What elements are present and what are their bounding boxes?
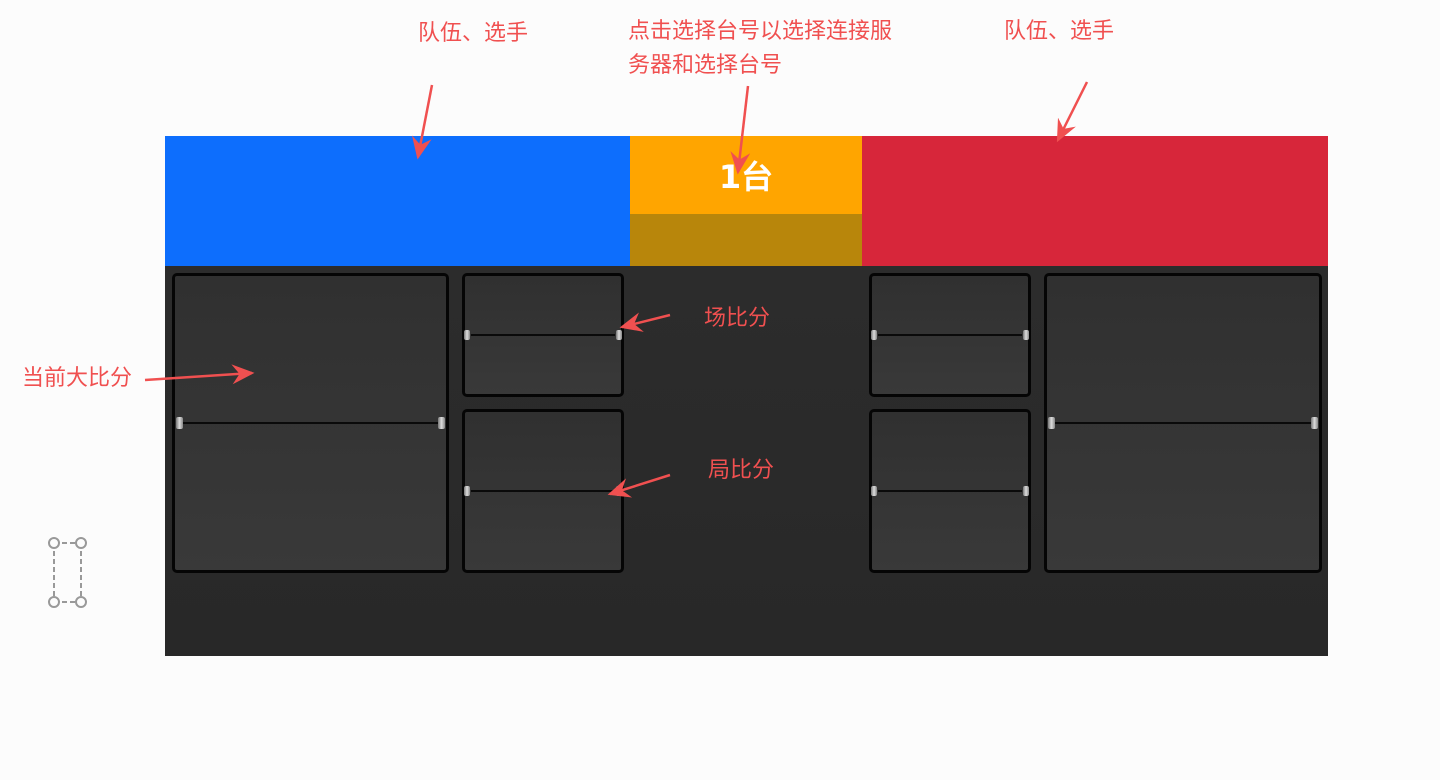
hinge-icon	[1023, 330, 1029, 340]
left-team-player-bar[interactable]	[165, 136, 630, 266]
hinge-icon	[616, 330, 622, 340]
flip-divider	[181, 422, 440, 424]
annotation-big-score: 当前大比分	[22, 366, 133, 391]
table-sub-area	[630, 214, 862, 266]
flip-divider	[878, 490, 1022, 492]
right-team-player-bar[interactable]	[862, 136, 1328, 266]
hinge-icon	[1311, 417, 1318, 429]
right-big-score-card[interactable]	[1044, 273, 1322, 573]
hinge-icon	[464, 330, 470, 340]
hinge-icon	[1023, 486, 1029, 496]
table-select-button[interactable]: 1台	[630, 136, 862, 214]
table-label: 1台	[718, 158, 774, 196]
flip-divider	[471, 334, 615, 336]
hinge-icon	[616, 486, 622, 496]
hinge-icon	[1048, 417, 1055, 429]
left-game-score-card[interactable]	[462, 409, 624, 573]
right-game-score-card[interactable]	[869, 409, 1031, 573]
resize-handle-icon[interactable]	[44, 534, 94, 610]
hinge-icon	[438, 417, 445, 429]
flip-divider	[471, 490, 615, 492]
flip-divider	[1053, 422, 1313, 424]
annotation-match-score: 场比分	[704, 306, 771, 331]
annotation-left-team: 队伍、选手	[418, 21, 529, 46]
hinge-icon	[176, 417, 183, 429]
hinge-icon	[871, 486, 877, 496]
annotation-table-line1: 点击选择台号以选择连接服	[628, 19, 893, 44]
right-match-score-card[interactable]	[869, 273, 1031, 397]
left-big-score-card[interactable]	[172, 273, 449, 573]
hinge-icon	[871, 330, 877, 340]
flip-divider	[878, 334, 1022, 336]
annotation-table-line2: 务器和选择台号	[628, 53, 783, 78]
hinge-icon	[464, 486, 470, 496]
annotation-right-team: 队伍、选手	[1004, 19, 1115, 44]
annotation-game-score: 局比分	[708, 458, 775, 483]
left-match-score-card[interactable]	[462, 273, 624, 397]
